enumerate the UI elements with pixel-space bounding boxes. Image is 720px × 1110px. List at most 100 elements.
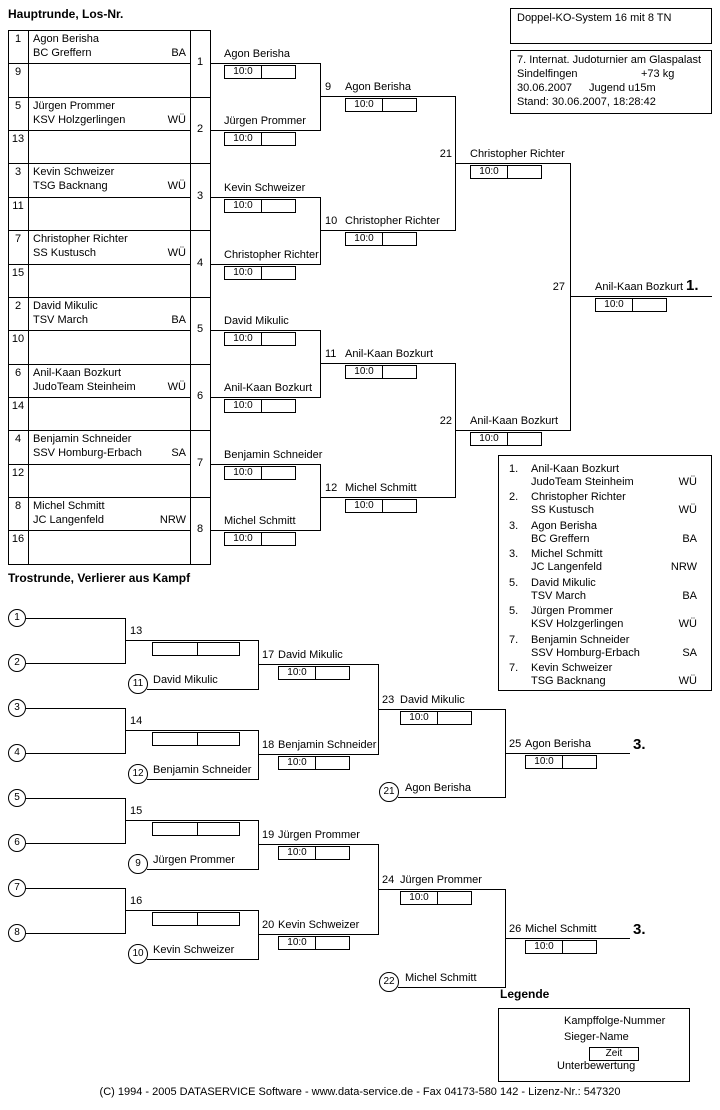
placement-first: 1. bbox=[686, 277, 699, 294]
winner-name: Christopher Richter bbox=[470, 148, 565, 160]
competitor-club: SS Kustusch bbox=[33, 247, 96, 259]
time-cell bbox=[316, 757, 349, 769]
competitor-region: BA bbox=[171, 314, 186, 326]
winner-name: David Mikulic bbox=[400, 694, 465, 706]
winner-name: Anil-Kaan Bozkurt bbox=[345, 348, 434, 360]
bracket-slot: 13 bbox=[8, 130, 210, 163]
match-number: 21 bbox=[439, 148, 452, 160]
winner-name: Benjamin Schneider bbox=[224, 449, 323, 461]
winner-name: Jürgen Prommer bbox=[400, 874, 482, 886]
score-value: 10:0 bbox=[225, 66, 262, 78]
score-value: 10:0 bbox=[526, 756, 563, 768]
result-club: JC Langenfeld bbox=[531, 561, 602, 573]
match-number: 24 bbox=[382, 874, 395, 886]
result-club: JudoTeam Steinheim bbox=[531, 476, 634, 488]
result-region: BA bbox=[682, 533, 697, 545]
draw-number: 12 bbox=[11, 467, 25, 479]
score-value: 10:0 bbox=[225, 333, 262, 345]
draw-number: 6 bbox=[14, 367, 22, 379]
time-cell bbox=[316, 847, 349, 859]
winner-name: David Mikulic bbox=[278, 649, 343, 661]
time-cell bbox=[563, 941, 596, 953]
placement-third: 3. bbox=[633, 736, 646, 753]
match-number: 13 bbox=[130, 625, 143, 637]
time-cell bbox=[198, 643, 239, 655]
ko-system-label: Doppel-KO-System 16 mit 8 TN bbox=[517, 12, 672, 24]
score-value: 10:0 bbox=[471, 166, 508, 178]
weight-class: +73 kg bbox=[641, 68, 675, 80]
score-cell bbox=[153, 823, 198, 835]
time-cell bbox=[262, 66, 295, 78]
score-value: 10:0 bbox=[225, 133, 262, 145]
legend-match-number-label: Kampffolge-Nummer bbox=[564, 1015, 666, 1027]
result-region: WÜ bbox=[678, 476, 697, 488]
competitor-name: Anil-Kaan Bozkurt bbox=[33, 367, 122, 379]
score-box: 10:0 bbox=[345, 365, 417, 379]
score-box: 10:0 bbox=[400, 891, 472, 905]
time-cell bbox=[383, 99, 416, 111]
competitor-region: WÜ bbox=[167, 180, 186, 192]
result-region: BA bbox=[682, 590, 697, 602]
result-name: Benjamin Schneider bbox=[531, 634, 630, 646]
result-region: WÜ bbox=[678, 504, 697, 516]
competitor-region: NRW bbox=[159, 514, 186, 526]
time-cell bbox=[262, 133, 295, 145]
score-cell bbox=[153, 913, 198, 925]
stand-timestamp: Stand: 30.06.2007, 18:28:42 bbox=[517, 96, 656, 108]
score-value: 10:0 bbox=[346, 366, 383, 378]
loser-from-match-badge: 1 bbox=[8, 609, 26, 627]
match-number: 11 bbox=[325, 348, 337, 360]
time-cell bbox=[438, 892, 471, 904]
draw-number: 7 bbox=[14, 233, 22, 245]
winner-name: Michel Schmitt bbox=[345, 482, 417, 494]
result-rank: 7. bbox=[509, 634, 519, 646]
bracket-slot: 15 bbox=[8, 264, 210, 297]
main-round-title: Hauptrunde, Los-Nr. bbox=[8, 7, 124, 21]
score-box: 10:0 bbox=[525, 755, 597, 769]
results-box: 1. Anil-Kaan Bozkurt JudoTeam Steinheim … bbox=[498, 455, 712, 691]
score-box: 10:0 bbox=[278, 756, 350, 770]
score-value: 10:0 bbox=[346, 233, 383, 245]
legend-box: Kampffolge-Nummer Sieger-Name Zeit Unter… bbox=[498, 1008, 690, 1082]
score-box: 10:0 bbox=[224, 132, 296, 146]
event-date: 30.06.2007 bbox=[517, 82, 573, 94]
bracket-slot: 14 bbox=[8, 397, 210, 430]
legend-time-label: Zeit bbox=[589, 1047, 639, 1061]
time-cell bbox=[383, 366, 416, 378]
competitor-region: WÜ bbox=[167, 247, 186, 259]
time-cell bbox=[262, 467, 295, 479]
time-cell bbox=[563, 756, 596, 768]
entrant-name: Kevin Schweizer bbox=[153, 944, 235, 956]
legend-title: Legende bbox=[500, 987, 550, 1001]
competitor-name: Jürgen Prommer bbox=[33, 100, 115, 112]
entrant-name: Jürgen Prommer bbox=[153, 854, 235, 866]
match-number: 10 bbox=[325, 215, 338, 227]
draw-number: 1 bbox=[14, 33, 22, 45]
score-value: 10:0 bbox=[346, 500, 383, 512]
loser-from-match-badge: 9 bbox=[128, 854, 148, 874]
score-value: 10:0 bbox=[225, 200, 262, 212]
score-box: 10:0 bbox=[224, 532, 296, 546]
result-region: WÜ bbox=[678, 675, 697, 687]
competitor-name: Christopher Richter bbox=[33, 233, 128, 245]
draw-number: 2 bbox=[14, 300, 22, 312]
score-value: 10:0 bbox=[471, 433, 508, 445]
winner-name: David Mikulic bbox=[224, 315, 289, 327]
competitor-name: Agon Berisha bbox=[33, 33, 100, 45]
draw-number: 9 bbox=[14, 66, 22, 78]
score-box: 10:0 bbox=[470, 432, 542, 446]
competitor-club: TSG Backnang bbox=[33, 180, 108, 192]
competitor-name: Michel Schmitt bbox=[33, 500, 105, 512]
match-number: 9 bbox=[325, 81, 332, 93]
score-value: 10:0 bbox=[279, 847, 316, 859]
match-number: 8 bbox=[196, 523, 204, 535]
winner-name: Anil-Kaan Bozkurt bbox=[470, 415, 559, 427]
loser-from-match-badge: 12 bbox=[128, 764, 148, 784]
score-cell bbox=[153, 643, 198, 655]
match-number: 7 bbox=[196, 457, 204, 469]
competitor-region: BA bbox=[171, 47, 186, 59]
result-rank: 3. bbox=[509, 520, 519, 532]
winner-name: Christopher Richter bbox=[345, 215, 440, 227]
time-cell bbox=[262, 267, 295, 279]
